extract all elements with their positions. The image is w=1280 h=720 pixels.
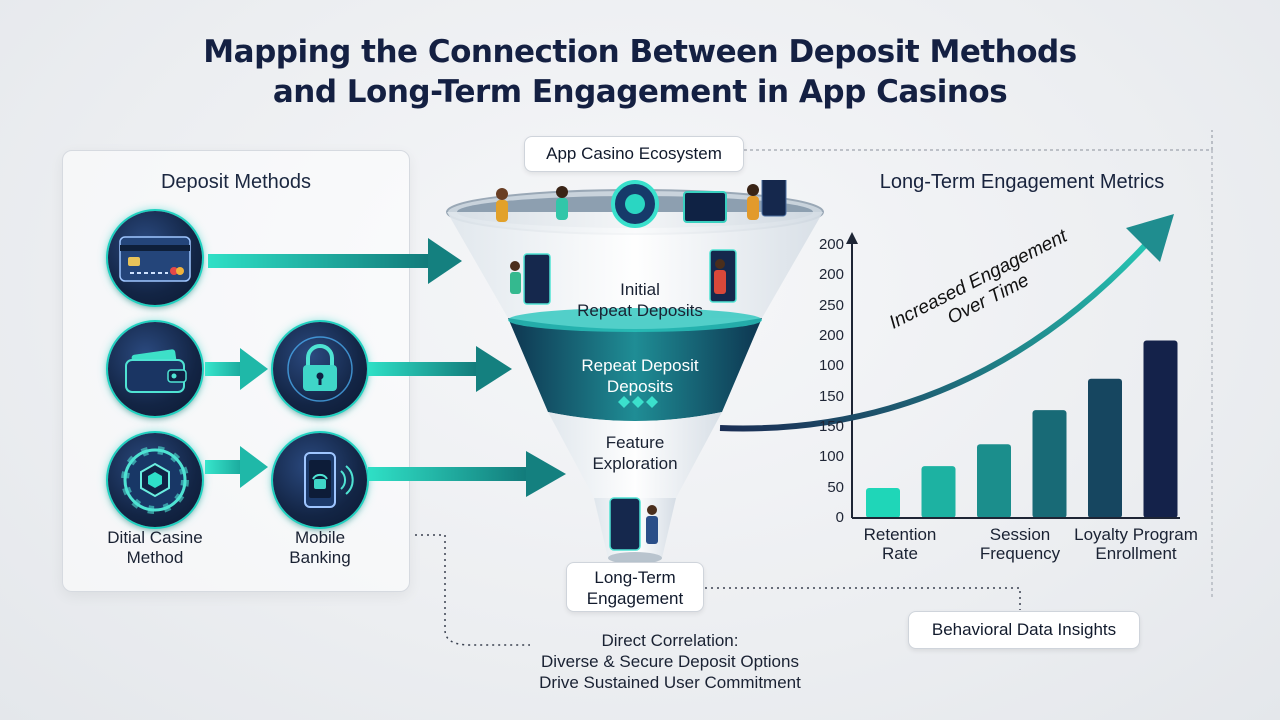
arrow-card-to-funnel: [208, 238, 462, 284]
x-label-retention: Retention Rate: [845, 525, 955, 563]
arrow-wallet-to-lock: [205, 348, 268, 390]
arrow-lock-to-funnel: [368, 346, 512, 392]
people-figures: [496, 180, 787, 551]
casino-method-label-line1: Ditial Casine: [107, 528, 203, 547]
bar-6: [1143, 340, 1178, 518]
stage1-line1: Initial: [620, 280, 660, 299]
deposit-methods-title: Deposit Methods: [160, 171, 312, 193]
output-line1: Long-Term: [594, 568, 676, 587]
mobile-phone-icon: [304, 452, 354, 508]
x-label-loyalty: Loyalty Program Enrollment: [1066, 525, 1206, 563]
arrow-chip-to-phone: [205, 446, 268, 488]
trend-arrowhead: [1126, 214, 1174, 262]
note-line2: Diverse & Secure Deposit Options: [541, 652, 799, 671]
casino-method-label-line2: Method: [126, 548, 184, 567]
y-tick-label: 150: [818, 418, 844, 435]
y-tick-label: 200: [818, 266, 844, 284]
note-line3: Drive Sustained User Commitment: [539, 673, 801, 692]
y-tick-label: 50: [827, 478, 844, 496]
casino-method-label: Ditial Casine Method: [85, 528, 225, 568]
stage1-line2: Repeat Deposits: [577, 301, 703, 320]
y-tick-label: 150: [818, 387, 844, 405]
x-label-session: Session Frequency: [965, 525, 1075, 563]
x-label-loyalty-line2: Enrollment: [1095, 544, 1177, 563]
y-tick-label: 100: [818, 448, 844, 466]
x-label-retention-line1: Retention: [863, 525, 937, 544]
y-tick-label: 200: [818, 236, 844, 253]
diamond-icons: [618, 396, 658, 408]
engagement-funnel: [446, 180, 824, 564]
stage-initial-repeat-deposits: Initial Repeat Deposits: [540, 279, 740, 321]
bar-1: [866, 487, 900, 518]
mobile-banking-method[interactable]: [273, 433, 367, 527]
x-label-retention-line2: Rate: [882, 544, 918, 563]
casino-chip-icon: [121, 446, 189, 514]
stage3-line2: Exploration: [592, 454, 678, 473]
padlock-method[interactable]: [273, 322, 367, 416]
stage2-line2: Deposits: [606, 377, 674, 396]
mobile-banking-label-line2: Banking: [289, 548, 351, 567]
y-tick-label: 0: [835, 509, 844, 526]
casino-chip-method[interactable]: [108, 433, 202, 527]
arrow-phone-to-funnel: [368, 451, 566, 497]
bar-2: [921, 466, 956, 518]
y-tick-label: 100: [818, 357, 844, 375]
mobile-banking-label-line1: Mobile: [294, 528, 346, 547]
bar-4: [1032, 410, 1067, 518]
stage-repeat-deposit: Repeat Deposit Deposits: [540, 355, 740, 397]
x-label-session-line1: Session: [989, 525, 1051, 544]
ecosystem-label: App Casino Ecosystem: [524, 136, 744, 172]
stage3-line1: Feature: [605, 433, 665, 452]
x-label-session-line2: Frequency: [979, 544, 1061, 563]
x-label-loyalty-line1: Loyalty Program: [1074, 525, 1198, 544]
chart-title: Long-Term Engagement Metrics: [879, 171, 1165, 193]
correlation-note: Direct Correlation: Diverse & Secure Dep…: [470, 630, 870, 693]
bar-5: [1088, 378, 1122, 518]
stage2-line1: Repeat Deposit: [581, 356, 699, 375]
title-line-1: Mapping the Connection Between Deposit M…: [203, 34, 1077, 70]
roulette-chip-icon: [611, 180, 659, 228]
y-tick-label: 250: [818, 296, 844, 314]
wallet-icon: [125, 349, 187, 393]
title-line-2: and Long-Term Engagement in App Casinos: [272, 74, 1008, 110]
y-axis-arrowhead: [846, 232, 858, 244]
credit-card-icon: [119, 236, 191, 282]
output-line2: Engagement: [586, 589, 684, 608]
mobile-banking-label: Mobile Banking: [260, 528, 380, 568]
stage-feature-exploration: Feature Exploration: [535, 432, 735, 474]
trend-arrow-line: [719, 237, 1153, 432]
y-tick-label: 200: [818, 327, 844, 344]
long-term-engagement-output: Long-Term Engagement: [566, 562, 704, 612]
note-line1: Direct Correlation:: [601, 631, 739, 650]
wallet-method[interactable]: [108, 322, 202, 416]
credit-card-method[interactable]: [108, 211, 202, 305]
padlock-icon: [287, 336, 353, 402]
behavioral-insights-label: Behavioral Data Insights: [908, 611, 1140, 649]
bar-3: [977, 444, 1011, 518]
